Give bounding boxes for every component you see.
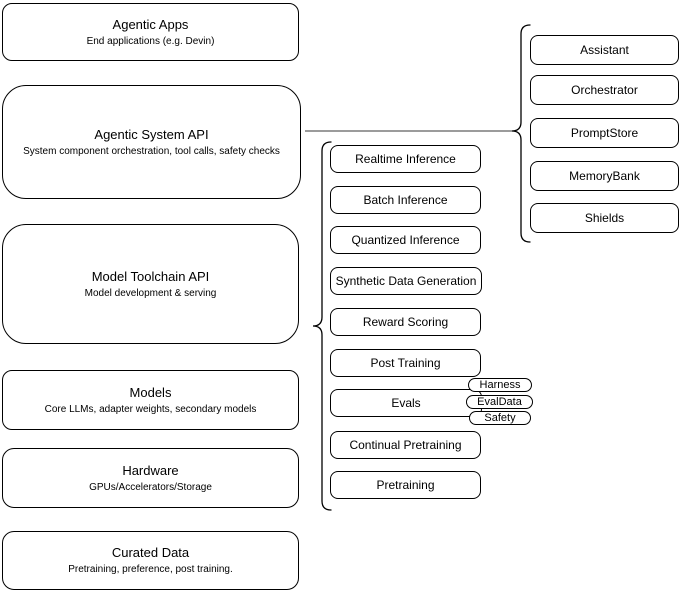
node-assistant: Assistant	[530, 35, 679, 65]
node-continual-pretraining: Continual Pretraining	[330, 431, 481, 459]
box-agentic-system-api: Agentic System API System component orch…	[2, 85, 301, 199]
box-subtitle: End applications (e.g. Devin)	[86, 35, 215, 47]
toolchain-group-brace	[312, 141, 332, 511]
box-subtitle: System component orchestration, tool cal…	[23, 145, 280, 157]
node-realtime-inference: Realtime Inference	[330, 145, 481, 173]
node-batch-inference: Batch Inference	[330, 186, 481, 214]
node-reward-scoring: Reward Scoring	[330, 308, 481, 336]
system-group-brace	[511, 24, 531, 243]
node-orchestrator: Orchestrator	[530, 75, 679, 105]
box-subtitle: Model development & serving	[84, 287, 217, 299]
box-hardware: Hardware GPUs/Accelerators/Storage	[2, 448, 299, 508]
box-agentic-apps: Agentic Apps End applications (e.g. Devi…	[2, 3, 299, 61]
node-memorybank: MemoryBank	[530, 161, 679, 191]
node-promptstore: PromptStore	[530, 118, 679, 148]
box-models: Models Core LLMs, adapter weights, secon…	[2, 370, 299, 430]
box-title: Models	[129, 384, 172, 400]
tag-evaldata: EvalData	[466, 395, 533, 409]
box-subtitle: GPUs/Accelerators/Storage	[89, 481, 212, 493]
box-model-toolchain-api: Model Toolchain API Model development & …	[2, 224, 299, 344]
tag-harness: Harness	[468, 378, 532, 392]
node-post-training: Post Training	[330, 349, 481, 377]
box-curated-data: Curated Data Pretraining, preference, po…	[2, 531, 299, 590]
tag-safety: Safety	[469, 411, 531, 425]
box-subtitle: Core LLMs, adapter weights, secondary mo…	[44, 403, 257, 415]
node-synthetic-data-generation: Synthetic Data Generation	[330, 267, 482, 295]
box-subtitle: Pretraining, preference, post training.	[68, 564, 233, 575]
box-title: Model Toolchain API	[91, 268, 210, 284]
box-title: Hardware	[122, 462, 179, 478]
box-title: Curated Data	[111, 545, 190, 560]
box-title: Agentic Apps	[112, 16, 189, 32]
node-pretraining: Pretraining	[330, 471, 481, 499]
box-title: Agentic System API	[94, 126, 209, 142]
node-quantized-inference: Quantized Inference	[330, 226, 481, 254]
node-shields: Shields	[530, 203, 679, 233]
node-evals: Evals	[330, 389, 482, 417]
